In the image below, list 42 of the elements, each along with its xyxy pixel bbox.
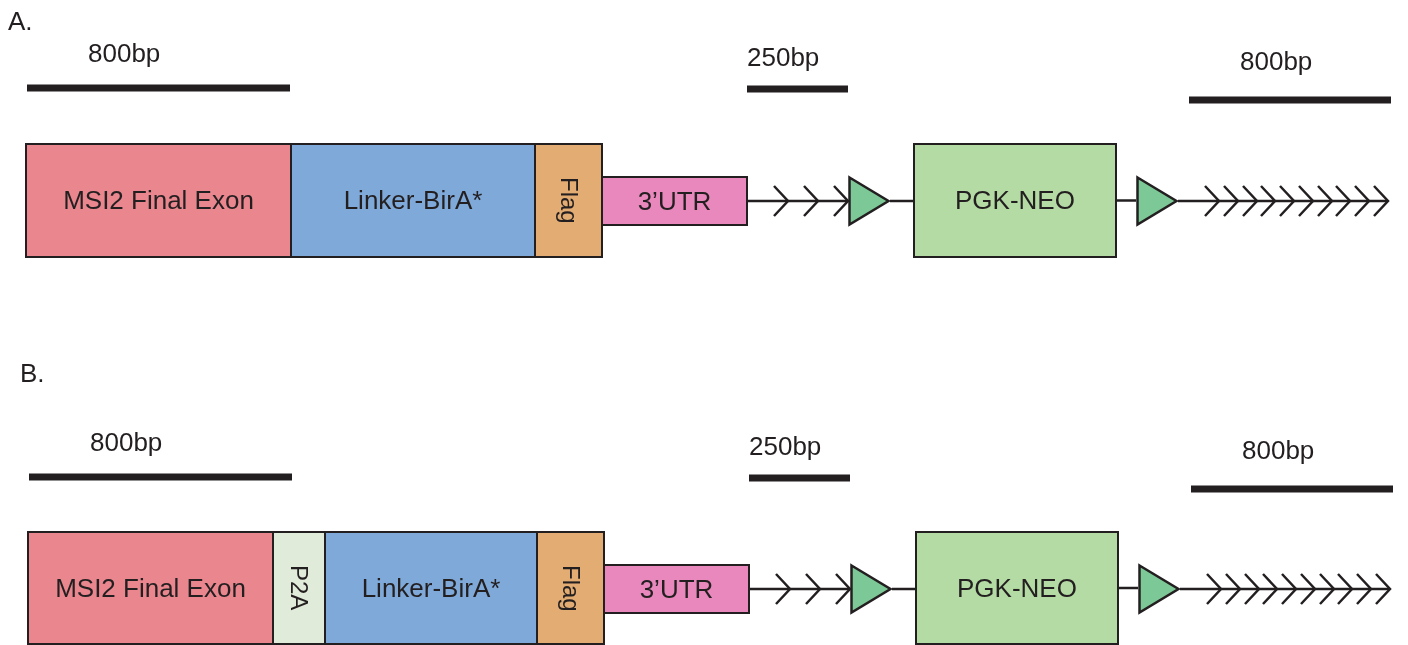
panel-label: A. [8,6,33,37]
gene-segment-box [272,531,326,645]
loxp-triangle [1136,176,1178,226]
scale-label: 800bp [90,427,163,458]
gene-segment-box [534,143,603,258]
loxp-triangle [850,564,892,614]
gene-segment-box [536,531,605,645]
segment-label: Linker-BirA* [361,572,501,604]
homology-arm-line [748,185,848,217]
segment-label: MSI2 Final Exon [63,185,254,216]
gene-segment-box [915,531,1119,645]
gene-segment-box [27,531,274,645]
homology-arm-line [1180,573,1392,605]
gene-segment-box [290,143,536,258]
segment-label: Linker-BirA* [343,185,483,216]
panel-label: B. [20,358,45,389]
scale-label: 800bp [1242,435,1315,466]
loxp-triangle [848,176,890,226]
connector-line [1119,586,1138,590]
gene-segment-box [25,143,292,258]
gene-segment-box [603,564,750,614]
homology-arm-line [750,573,850,605]
segment-label: Flag [554,177,583,224]
scale-label: 250bp [747,42,820,73]
gene-segment-box [601,176,748,226]
segment-label: PGK-NEO [957,572,1077,604]
segment-label: 3’UTR [637,185,712,217]
segment-label: MSI2 Final Exon [55,572,246,604]
loxp-triangle [1138,564,1180,614]
scale-label: 250bp [749,431,822,462]
scale-label: 800bp [88,38,161,69]
segment-label: PGK-NEO [955,185,1075,216]
connector-line [1117,199,1136,202]
segment-label: Flag [556,564,585,612]
homology-arm-line [1178,185,1390,217]
gene-segment-box [913,143,1117,258]
connector-line [890,199,913,203]
scale-label: 800bp [1240,46,1313,77]
gene-segment-box [324,531,538,645]
connector-line [892,587,915,591]
segment-label: 3’UTR [639,573,714,605]
segment-label: P2A [285,565,313,611]
